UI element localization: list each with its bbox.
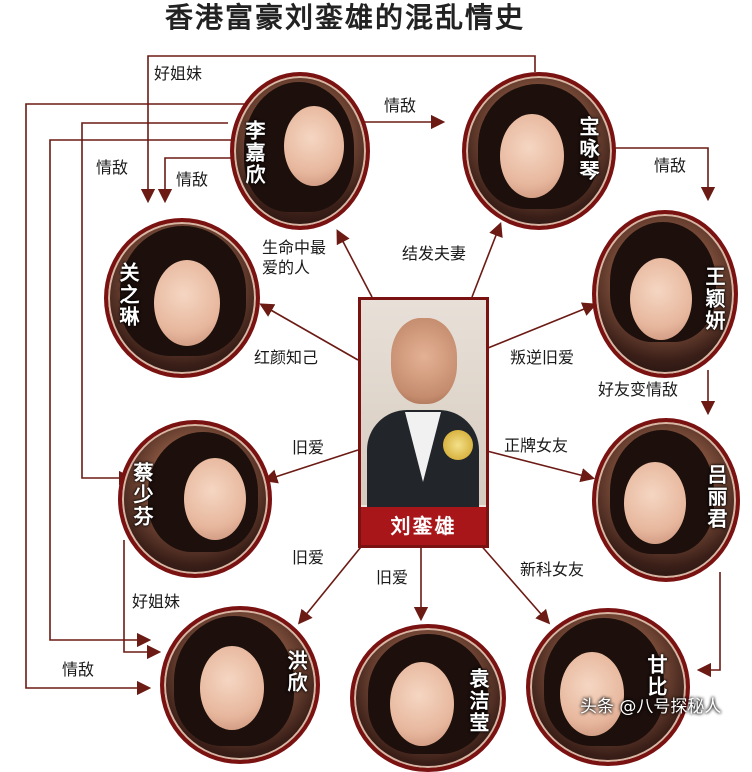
center-portrait: 刘銮雄 — [358, 297, 489, 548]
label-center-guan: 红颜知己 — [254, 348, 319, 367]
face-shape — [500, 114, 564, 198]
label-center-lv: 正牌女友 — [504, 436, 569, 455]
face-shape — [390, 662, 454, 746]
arrow-center-bao — [471, 222, 503, 298]
connector-layer — [25, 55, 721, 696]
arrow-goodsis-top — [140, 55, 536, 204]
face-shape — [624, 462, 686, 544]
label-rival-left2: 情敌 — [176, 170, 209, 189]
arrow-bao-wang — [608, 147, 716, 202]
portrait-bao-yongqin: 宝咏琴 — [462, 72, 616, 230]
label-center-bao: 结发夫妻 — [402, 244, 467, 263]
page-title: 香港富豪刘銮雄的混乱情史 — [164, 1, 525, 34]
label-center-yuan: 旧爱 — [376, 568, 409, 587]
name-yuan-jieying: 袁洁莹 — [466, 668, 490, 734]
arrow-center-guan — [259, 303, 359, 361]
label-cai-hong: 好姐妹 — [132, 592, 181, 611]
face-shape — [284, 106, 344, 186]
face-shape — [184, 458, 246, 540]
label-rival-left1: 情敌 — [96, 158, 129, 177]
arrow-rival-outer2 — [49, 139, 236, 648]
arrow-rival-outer — [25, 103, 260, 696]
arrow-center-wang — [482, 302, 597, 351]
name-bao-yongqin: 宝咏琴 — [576, 116, 600, 182]
name-cai-shaofen: 蔡少芬 — [130, 462, 154, 528]
arrow-li-guan-rival — [157, 157, 232, 204]
portrait-lv-lijun: 吕丽君 — [592, 418, 740, 582]
label-bao-wang: 情敌 — [654, 156, 687, 175]
label-center-wang: 叛逆旧爱 — [510, 348, 575, 367]
label-center-cai: 旧爱 — [292, 438, 325, 457]
corsage-shape — [443, 430, 473, 460]
arrow-center-hong — [297, 541, 366, 625]
label-center-li: 生命中最爱的人 — [262, 238, 327, 277]
portrait-cai-shaofen: 蔡少芬 — [118, 420, 272, 578]
arrow-rival-left — [81, 122, 228, 486]
arrow-cai-hong — [123, 540, 162, 660]
face-shape — [200, 646, 264, 730]
label-center-gan: 新科女友 — [520, 560, 585, 579]
label-top-goodsis: 好姐妹 — [154, 64, 203, 83]
face-shape — [391, 318, 457, 404]
label-wang-lv: 好友变情敌 — [598, 380, 679, 399]
watermark: 头条 @八号探秘人 — [580, 697, 722, 717]
name-wang-yingyan: 王颖妍 — [702, 266, 726, 332]
name-gan-bi: 甘比 — [644, 654, 668, 698]
name-hong-xin: 洪欣 — [284, 650, 308, 694]
name-guan-zhilin: 关之琳 — [116, 262, 140, 328]
arrow-lv-gan — [696, 572, 721, 678]
label-center-hong: 旧爱 — [292, 548, 325, 567]
portrait-gan-bi: 甘比 — [526, 608, 690, 766]
portrait-guan-zhilin: 关之琳 — [104, 218, 260, 378]
center-nameplate: 刘銮雄 — [361, 507, 486, 545]
arrow-center-lv — [482, 449, 596, 483]
portrait-li-jiaxin: 李嘉欣 — [230, 72, 370, 230]
arrow-center-cai — [262, 449, 359, 484]
arrow-center-li — [336, 229, 373, 298]
portrait-wang-yingyan: 王颖妍 — [592, 210, 738, 378]
face-shape — [560, 652, 624, 736]
portrait-hong-xin: 洪欣 — [160, 606, 320, 764]
label-li-bao: 情敌 — [384, 96, 417, 115]
face-shape — [630, 258, 692, 340]
label-rival-bottom: 情敌 — [62, 660, 95, 679]
arrow-center-gan — [477, 541, 551, 625]
name-lv-lijun: 吕丽君 — [704, 464, 728, 530]
face-shape — [154, 260, 220, 346]
relationship-diagram: 香港富豪刘銮雄的混乱情史 李嘉欣 宝咏琴 关之琳 王颖妍 蔡少芬 吕丽君 洪欣 — [25, 1, 740, 772]
name-li-jiaxin: 李嘉欣 — [242, 120, 266, 186]
portrait-yuan-jieying: 袁洁莹 — [350, 624, 506, 772]
